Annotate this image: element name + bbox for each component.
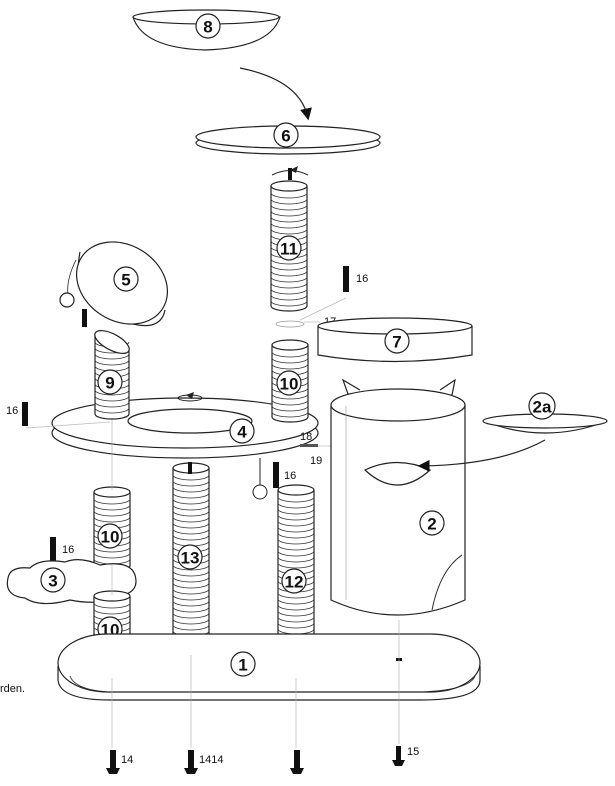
hardware-14-label: 14 [121,754,133,766]
part-2-house [330,378,466,616]
svg-text:2: 2 [427,515,436,534]
hardware-18-label: 18 [300,431,312,443]
screw-16-icon [50,537,56,561]
callout-9: 9 [97,369,123,395]
callout-11: 11 [276,235,302,261]
svg-text:10: 10 [280,375,299,394]
callout-13: 13 [177,544,203,570]
callout-3: 3 [40,567,66,593]
guide-line [299,297,347,321]
callout-10-left-upper: 10 [97,523,123,549]
hardware-16-label: 16 [62,544,74,556]
hardware-19-label: 19 [310,455,322,467]
svg-text:13: 13 [181,549,200,568]
hanging-ball [252,458,268,500]
callout-6: 6 [273,122,299,148]
washer-17-icon [275,320,305,328]
bolt-1414-icon [184,750,198,774]
rotate-arrow-mid [177,392,203,402]
screw-16-icon [22,402,28,426]
svg-text:7: 7 [392,333,401,352]
bolt-icon [290,750,304,774]
callout-4: 4 [229,418,255,444]
callout-2a: 2a [528,392,556,420]
bolt-18-icon [300,444,318,447]
svg-text:8: 8 [203,18,212,37]
svg-text:3: 3 [48,572,57,591]
callout-12: 12 [281,568,307,594]
svg-text:5: 5 [121,271,130,290]
svg-text:12: 12 [285,573,304,592]
svg-text:6: 6 [281,127,290,146]
hardware-16-label: 16 [284,470,296,482]
callout-5: 5 [113,266,139,292]
callout-1: 1 [230,651,256,677]
hardware-1414-label: 1414 [199,754,223,766]
callout-10-upper: 10 [276,370,302,396]
bolt-15-icon [392,746,405,766]
svg-text:9: 9 [105,374,114,393]
hardware-15-label: 15 [407,746,419,758]
svg-text:2a: 2a [533,398,552,417]
guide-lines [111,420,400,748]
svg-text:10: 10 [101,528,120,547]
screw-16-icon [343,266,349,292]
svg-text:4: 4 [237,423,247,442]
hardware-16-label: 16 [6,405,18,417]
arrow-8-to-6 [239,67,312,121]
screw-icon [82,309,87,327]
callout-7: 7 [384,328,410,354]
callout-8: 8 [195,13,221,39]
svg-text:1: 1 [238,656,247,675]
rotate-arrow-top [271,166,309,180]
cut-off-text: rden. [0,683,25,695]
arrow-2a-to-2 [417,439,546,472]
svg-text:11: 11 [280,240,298,259]
bolt-14-icon [106,750,120,774]
hardware-16-label: 16 [356,273,368,285]
part-1-base [57,633,481,701]
screw-16-icon [273,462,279,488]
callout-2: 2 [419,510,445,536]
